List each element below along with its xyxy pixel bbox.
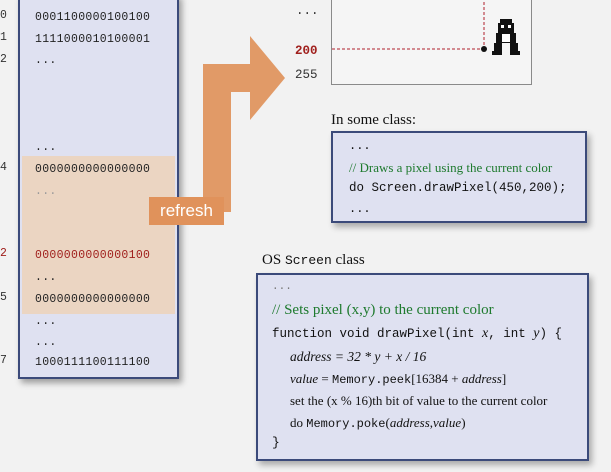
code-token: (: [385, 415, 390, 430]
code-line-value: value = Memory.peek[16384 + address]: [290, 371, 506, 387]
code-comment: // Sets pixel (x,y) to the current color: [272, 302, 494, 318]
ram-row: ...: [35, 336, 57, 349]
code-line-address: address = 32 * y + x / 16: [290, 349, 427, 364]
heading-class-name: Screen: [284, 253, 332, 268]
ram-row: 1111000010100001: [35, 33, 151, 46]
ram-memory-panel: 0001100000100100 1111000010100001 ... ..…: [18, 0, 179, 379]
some-class-heading: In some class:: [331, 112, 416, 128]
screen-memory-map-highlight: [22, 156, 175, 314]
ram-row-highlighted: 0000000000000100: [35, 249, 151, 262]
code-token: value: [290, 371, 319, 386]
refresh-arrow: [203, 36, 285, 212]
ram-address: 2: [0, 53, 7, 66]
ram-row: 1000111100111100: [35, 356, 151, 369]
code-token: ): [461, 415, 466, 430]
os-screen-class-heading: OS Screen class: [262, 252, 365, 269]
code-token: do: [290, 415, 307, 430]
ram-row: ...: [35, 141, 57, 154]
heading-prefix: OS: [262, 252, 282, 268]
code-token: y: [533, 326, 540, 341]
heading-suffix: class: [335, 252, 365, 268]
code-token: function void drawPixel(int: [272, 327, 483, 341]
ram-address: 0: [0, 9, 7, 22]
code-token: ,: [429, 415, 434, 430]
ram-row: ...: [35, 315, 57, 328]
code-line: ...: [349, 202, 371, 216]
code-token: [16384 +: [411, 371, 462, 386]
ram-row: ...: [35, 185, 57, 198]
screen-pixel-guides: [332, 0, 520, 55]
ram-address: 1: [0, 31, 7, 44]
code-token: Memory.peek: [332, 373, 412, 387]
ram-address: 4: [0, 161, 7, 174]
screen-panel: [331, 0, 532, 85]
code-token: x: [482, 326, 489, 341]
refresh-label: refresh: [149, 197, 224, 225]
ram-address: 5: [0, 291, 7, 304]
screen-row-255: 255: [295, 68, 318, 82]
code-token: ]: [501, 371, 507, 386]
code-line-set-bit: set the (x % 16)th bit of value to the c…: [290, 393, 548, 408]
code-close-brace: }: [272, 435, 280, 450]
ram-row: 0000000000000000: [35, 293, 151, 306]
code-line: ...: [272, 281, 292, 293]
screen-row-dots: ...: [296, 4, 319, 18]
code-token: ) {: [539, 327, 563, 341]
code-line-poke: do Memory.poke(address,value): [290, 415, 466, 431]
ram-address: 7: [0, 354, 7, 367]
screen-row-200: 200: [295, 44, 318, 58]
code-token: value: [433, 415, 462, 430]
os-screen-code-box: ... // Sets pixel (x,y) to the current c…: [256, 273, 589, 461]
pixel-character-icon: [492, 19, 520, 55]
ram-row: 0001100000100100: [35, 11, 151, 24]
ram-row: ...: [35, 54, 57, 67]
code-token: =: [318, 371, 332, 386]
some-class-code-box: ... // Draws a pixel using the current c…: [331, 131, 587, 223]
code-token: , int: [488, 327, 534, 341]
ram-address: 2: [0, 247, 7, 260]
code-line: do Screen.drawPixel(450,200);: [349, 181, 567, 195]
code-line: ...: [349, 139, 371, 153]
code-token: address: [461, 371, 502, 386]
code-token: address: [389, 415, 430, 430]
function-signature: function void drawPixel(int x, int y) {: [272, 326, 562, 342]
code-comment: // Draws a pixel using the current color: [349, 160, 553, 175]
ram-row: 0000000000000000: [35, 163, 151, 176]
ram-row: ...: [35, 271, 57, 284]
code-token: Memory.poke: [306, 417, 386, 431]
